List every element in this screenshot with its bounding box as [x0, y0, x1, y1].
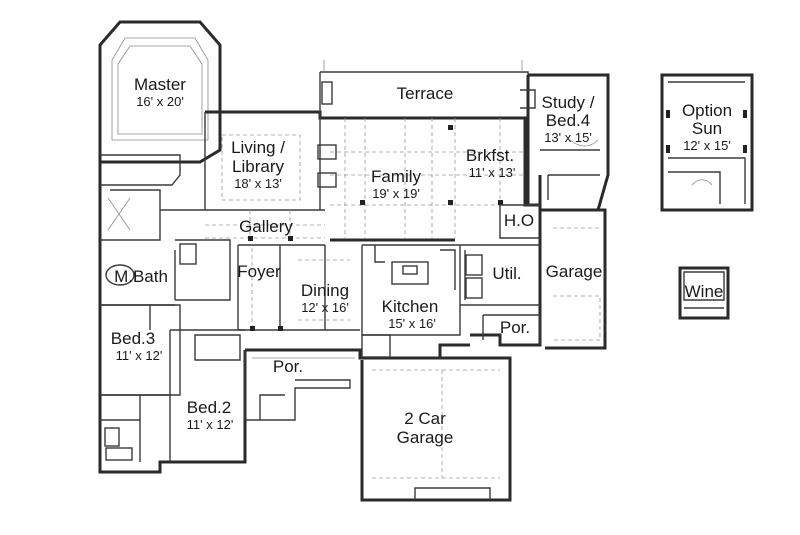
master-label: Master — [134, 75, 186, 94]
front-porch-walls — [244, 350, 351, 421]
family-size: 19' x 19' — [372, 186, 420, 201]
utility-walls — [460, 244, 540, 306]
master-size: 16' x 20' — [136, 94, 184, 109]
option-sun-walls — [660, 73, 754, 212]
family-label: Family — [371, 167, 422, 186]
wine-label: Wine — [685, 282, 724, 301]
master-walls — [98, 20, 222, 164]
dining-size: 12' x 16' — [301, 300, 349, 315]
bed2-label: Bed.2 — [187, 398, 231, 417]
wine-walls — [678, 266, 730, 320]
bed2-size: 11' x 12' — [187, 417, 234, 432]
master-ceiling-outline — [111, 37, 209, 141]
dining-walls — [237, 244, 360, 331]
brkfst-label: Brkfst. — [466, 146, 514, 165]
family-grid — [330, 118, 525, 238]
kitchen-walls — [361, 244, 461, 336]
foyer-label: Foyer — [237, 262, 281, 281]
study-label-1: Study / — [542, 93, 595, 112]
right-porch-label: Por. — [500, 318, 530, 337]
two-car-garage-label-1: 2 Car — [404, 409, 446, 428]
garage-label: Garage — [546, 262, 603, 281]
terrace-grill — [321, 81, 333, 105]
gallery-label: Gallery — [239, 217, 293, 236]
bed2-walls — [169, 329, 245, 462]
dining-label: Dining — [301, 281, 349, 300]
kitchen-label: Kitchen — [382, 297, 439, 316]
ho-walls — [499, 204, 540, 239]
mbath-walls — [100, 154, 231, 301]
living-label-2: Library — [232, 157, 284, 176]
bed3-size: 11' x 12' — [116, 348, 163, 363]
kitchen-island — [391, 261, 429, 285]
study-walls — [526, 73, 610, 212]
mbath-label: M.Bath — [114, 267, 168, 286]
two-car-garage-walls — [360, 356, 512, 502]
front-porch-label: Por. — [273, 357, 303, 376]
living-label-1: Living / — [231, 138, 285, 157]
option-sun-size: 12' x 15' — [683, 138, 731, 153]
living-walls — [204, 112, 325, 211]
study-label-2: Bed.4 — [546, 111, 590, 130]
living-size: 18' x 13' — [234, 176, 282, 191]
option-sun-label-1: Option — [682, 101, 732, 120]
terrace-label: Terrace — [397, 84, 454, 103]
two-car-garage-label-2: Garage — [397, 428, 454, 447]
util-label: Util. — [492, 264, 521, 283]
right-porch-walls — [482, 314, 541, 345]
kitchen-size: 15' x 16' — [388, 316, 436, 331]
study-size: 13' x 15' — [544, 130, 592, 145]
bed3-label: Bed.3 — [111, 329, 155, 348]
brkfst-size: 11' x 13' — [469, 165, 516, 180]
right-garage-walls — [540, 208, 607, 350]
option-sun-label-2: Sun — [692, 119, 722, 138]
ho-label: H.O — [504, 211, 534, 230]
